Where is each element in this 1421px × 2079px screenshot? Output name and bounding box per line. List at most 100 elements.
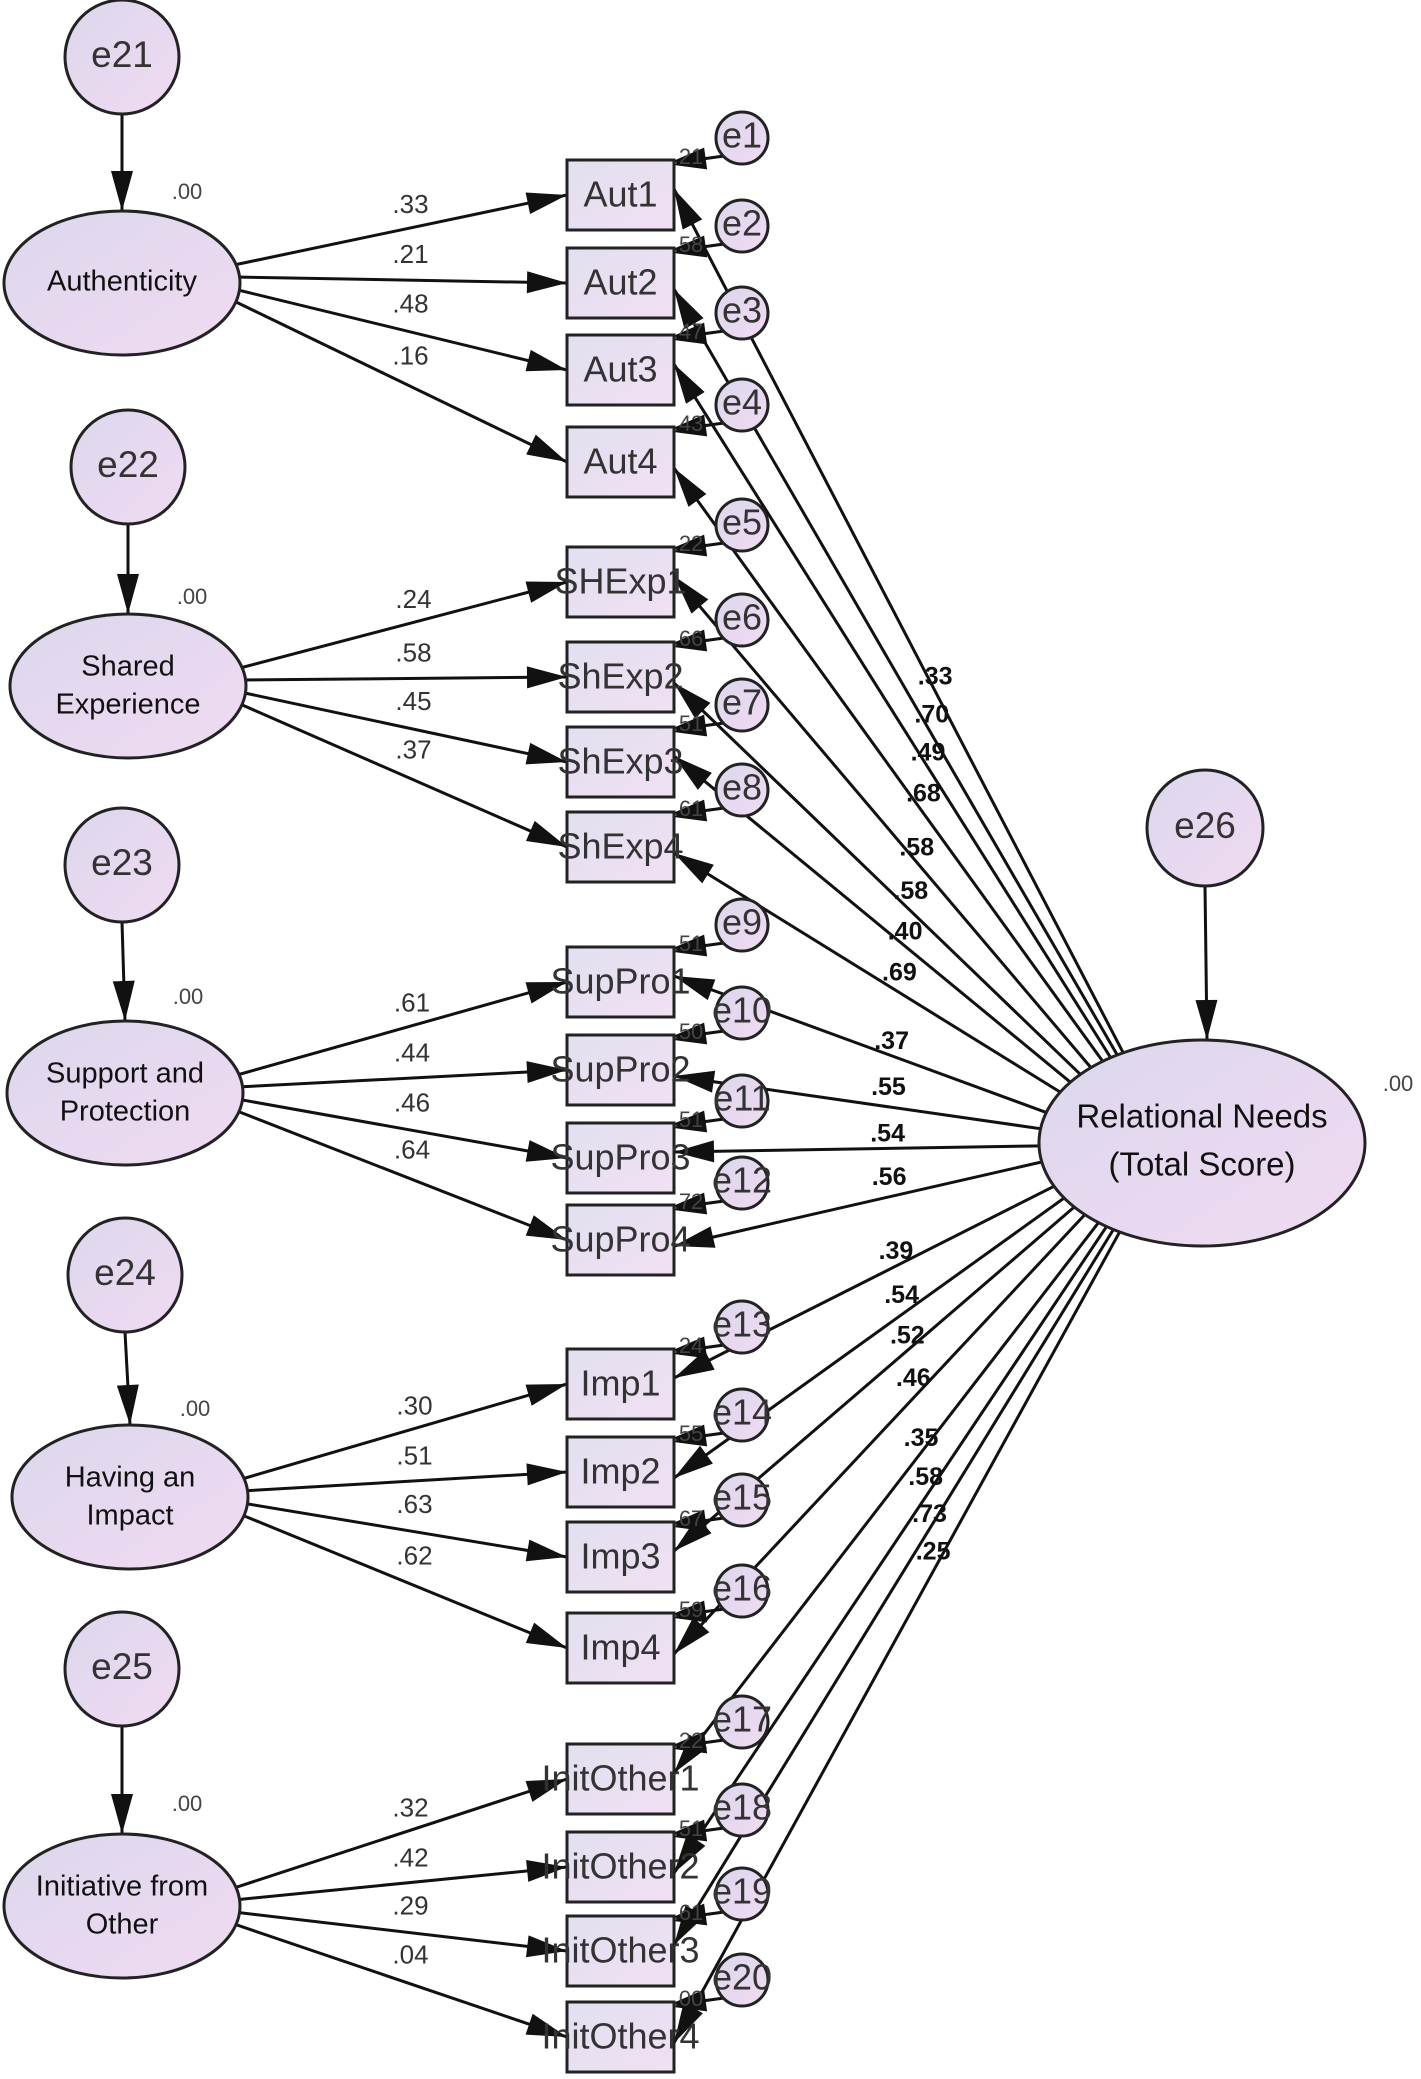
disturbance-arrow-e22-head	[117, 574, 139, 614]
target-coef-Aut2: .70	[914, 701, 949, 729]
indicator-error-e4	[714, 377, 770, 433]
loading-arrow-SupPro3-head	[525, 1140, 567, 1162]
indicator-error-label-e19: e19	[712, 1871, 772, 1912]
target-coef-InitOther2: .58	[908, 1463, 943, 1491]
indicator-label-Aut3: Aut3	[583, 349, 657, 390]
target-coef-InitOther3: .73	[912, 1500, 947, 1528]
loading-coef-ShExp3: .45	[395, 686, 431, 716]
indicator-label-ShExp2: ShExp2	[557, 656, 683, 697]
target-arrow-SupPro2-head	[674, 1070, 716, 1093]
loading-arrow-Imp2	[241, 1470, 568, 1493]
indicator-error-label-e1: e1	[722, 115, 762, 156]
error-e26	[1145, 768, 1265, 888]
loading-arrow-ShExp2	[239, 675, 568, 682]
target-arrow-Aut1-head	[674, 189, 703, 230]
loading-arrow-Aut1-head	[525, 192, 567, 214]
indicator-box-SupPro3	[565, 1121, 676, 1195]
target-arrow-ShExp3-head	[674, 756, 712, 790]
indicator-box-Aut3	[565, 333, 676, 407]
error-arrow-e2-head	[666, 235, 708, 258]
target-arrow-InitOther2-head	[674, 1833, 706, 1873]
loading-coef-SupPro2: .44	[394, 1037, 430, 1067]
arrow-e26-target-head	[1195, 999, 1218, 1040]
target-arrow-ShExp4-head	[674, 853, 714, 884]
target-arrow-SupPro3-head	[674, 1140, 715, 1163]
target-coef-Aut1: .33	[918, 662, 953, 690]
indicator-label-Imp2: Imp2	[580, 1451, 660, 1492]
loading-coef-SupPro3: .46	[394, 1087, 430, 1117]
r2-label-Aut2: .58	[673, 232, 704, 257]
indicator-error-label-e15: e15	[712, 1477, 772, 1518]
indicator-label-SHExp1: SHExp1	[554, 561, 686, 602]
loading-arrow-SHExp1	[239, 580, 568, 670]
target-arrow-Imp2-head	[674, 1445, 713, 1478]
r2-label-ShExp2: .66	[673, 626, 704, 651]
target-label-line2: (Total Score)	[1108, 1146, 1295, 1183]
latent-ini	[2, 1832, 242, 1980]
r2-label-ShExp3: .51	[673, 711, 704, 736]
error-arrow-e4-head	[666, 414, 708, 437]
indicator-error-e13	[714, 1299, 770, 1355]
loading-arrow-Imp3	[241, 1501, 568, 1559]
error-arrow-e12-head	[666, 1192, 708, 1215]
indicator-error-e20	[714, 1952, 770, 2008]
r2-label-InitOther4: .00	[673, 1986, 704, 2011]
r2-label-Aut3: .47	[673, 319, 704, 344]
indicator-error-label-e9: e9	[722, 902, 762, 943]
latent-sup	[5, 1019, 245, 1167]
indicator-box-ShExp2	[565, 640, 676, 714]
disturbance-arrow-e24-head	[116, 1384, 139, 1425]
target-coef-SupPro3: .54	[870, 1120, 905, 1148]
disturbance-arrow-e25-head	[111, 1794, 133, 1834]
indicator-error-label-e12: e12	[712, 1160, 772, 1201]
indicator-label-Imp4: Imp4	[580, 1627, 660, 1668]
target-arrow-InitOther4-head	[674, 2002, 703, 2043]
latent-error-label-e25: e25	[91, 1646, 153, 1687]
latent-label-sup-line1: Support and	[46, 1058, 204, 1090]
indicator-error-e3	[714, 285, 770, 341]
r2-label-Aut4: .43	[673, 411, 704, 436]
target-coef-SupPro1: .37	[874, 1027, 909, 1055]
target-arrow-Aut4	[672, 467, 1106, 1065]
error-arrow-e6-head	[666, 629, 708, 652]
indicator-error-e6	[714, 592, 770, 648]
latent-error-label-e23: e23	[91, 842, 153, 883]
loading-arrow-Imp1-head	[525, 1384, 567, 1406]
target-coef-ShExp3: .40	[888, 917, 923, 945]
target-label-line1: Relational Needs	[1076, 1098, 1327, 1135]
indicator-error-e15	[714, 1472, 770, 1528]
latent-error-label-e24: e24	[94, 1252, 156, 1293]
disturbance-arrow-e23-head	[112, 980, 135, 1021]
error-arrow-e1-head	[666, 147, 708, 170]
indicator-label-ShExp4: ShExp4	[557, 826, 683, 867]
target-arrow-SHExp1-head	[674, 576, 709, 614]
loading-arrow-InitOther2	[233, 1865, 568, 1902]
latent-error-e22	[69, 408, 187, 526]
latent-label-aut: Authenticity	[47, 266, 197, 298]
indicator-error-e16	[714, 1563, 770, 1619]
r2-label-Imp4: .59	[673, 1597, 704, 1622]
target-arrow-Aut4-head	[674, 468, 707, 507]
loading-coef-Aut1: .33	[392, 189, 428, 219]
loading-coef-SupPro1: .61	[394, 987, 430, 1017]
latent-label-imp-line1: Having an	[65, 1462, 196, 1494]
error-arrow-e9-head	[666, 934, 708, 957]
latent-label-sup-line2: Protection	[60, 1096, 191, 1128]
loading-coef-InitOther2: .42	[392, 1842, 428, 1872]
indicator-error-label-e4: e4	[722, 382, 762, 423]
indicator-error-e2	[714, 198, 770, 254]
loading-arrow-Imp1	[241, 1382, 568, 1481]
r2-label-SupPro1: .51	[673, 931, 704, 956]
loading-arrow-InitOther3-head	[525, 1935, 567, 1958]
indicator-error-label-e5: e5	[722, 502, 762, 543]
indicator-error-e10	[714, 985, 770, 1041]
target-coef-Aut4: .68	[906, 779, 941, 807]
loading-arrow-InitOther4-head	[525, 2013, 567, 2037]
loading-arrow-Aut3	[233, 287, 568, 372]
error-label-e26: e26	[1174, 805, 1236, 846]
indicator-error-label-e2: e2	[722, 203, 762, 244]
indicator-box-Aut1	[565, 158, 676, 232]
loading-arrow-InitOther1	[233, 1777, 568, 1890]
r2-label-SHExp1: .22	[673, 531, 704, 556]
loading-coef-Aut3: .48	[392, 288, 428, 318]
